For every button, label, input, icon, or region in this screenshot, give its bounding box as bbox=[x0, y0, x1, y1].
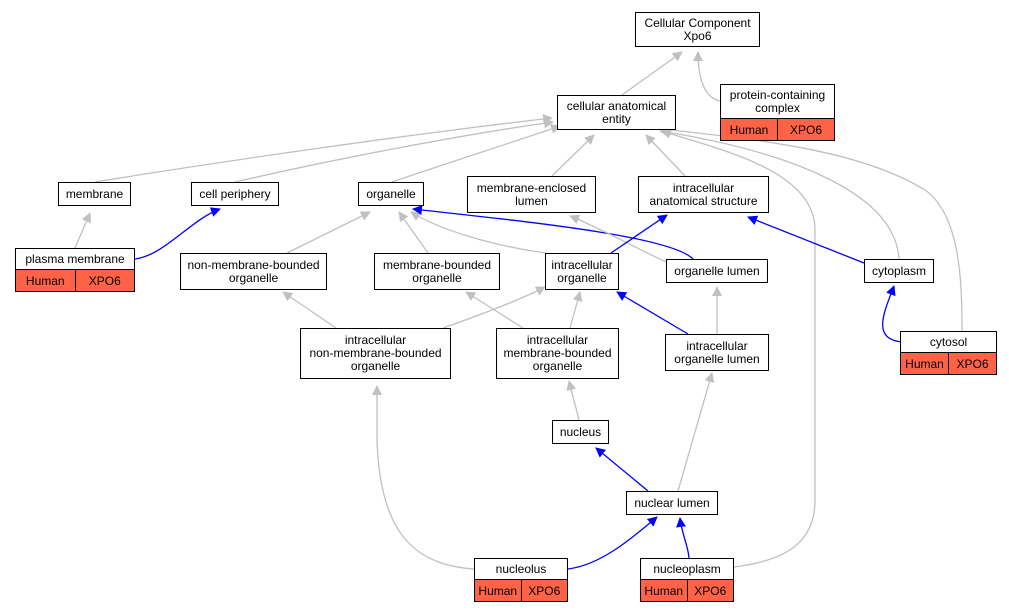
edge-part-of bbox=[595, 447, 649, 492]
node-nuclear-lumen[interactable]: nuclear lumen bbox=[626, 491, 718, 515]
edge-part-of bbox=[882, 285, 904, 343]
node-label: membrane-bounded organelle bbox=[382, 257, 492, 285]
edge-is-a bbox=[659, 127, 900, 260]
edge-part-of bbox=[747, 215, 865, 264]
annotation-cytosol: Human XPO6 bbox=[900, 353, 997, 375]
node-intracellular-organelle[interactable]: intracellular organelle bbox=[545, 253, 619, 290]
annotation-nucleolus: Human XPO6 bbox=[474, 580, 568, 602]
edge-part-of bbox=[412, 205, 694, 260]
node-cellular-anatomical-entity[interactable]: cellular anatomical entity bbox=[557, 95, 676, 130]
node-label: protein-containing complex bbox=[729, 87, 826, 115]
node-label: cytosol bbox=[929, 334, 968, 349]
node-label: nucleoplasm bbox=[653, 561, 721, 576]
node-membrane-enclosed-lumen[interactable]: membrane-enclosed lumen bbox=[467, 176, 596, 213]
edge-is-a bbox=[566, 380, 580, 421]
edge-is-a bbox=[94, 114, 553, 183]
node-nucleolus[interactable]: nucleolus bbox=[474, 558, 568, 580]
edge-part-of bbox=[610, 214, 668, 254]
edge-is-a bbox=[621, 51, 683, 96]
edge-is-a bbox=[569, 214, 667, 263]
node-organelle-lumen[interactable]: organelle lumen bbox=[666, 259, 768, 283]
edge-is-a bbox=[661, 129, 816, 568]
node-cell-periphery[interactable]: cell periphery bbox=[191, 182, 279, 206]
annotation-gene: XPO6 bbox=[948, 353, 996, 374]
node-organelle[interactable]: organelle bbox=[358, 182, 424, 206]
edge-is-a bbox=[398, 211, 429, 254]
node-label: cytoplasm bbox=[871, 263, 927, 278]
node-intracellular-anatomical-structure[interactable]: intracellular anatomical structure bbox=[638, 176, 769, 213]
node-cytosol[interactable]: cytosol bbox=[900, 331, 997, 353]
edge-is-a bbox=[569, 291, 583, 329]
node-intracellular-membrane-bounded-organelle[interactable]: intracellular membrane-bounded organelle bbox=[496, 328, 619, 379]
edge-part-of bbox=[676, 517, 690, 559]
edge-is-a bbox=[645, 134, 686, 177]
node-label: cellular anatomical entity bbox=[566, 98, 667, 126]
annotation-species: Human bbox=[478, 583, 518, 598]
edge-is-a bbox=[391, 124, 561, 183]
node-plasma-membrane[interactable]: plasma membrane bbox=[15, 248, 135, 270]
edge-is-a bbox=[677, 372, 715, 492]
node-nucleoplasm[interactable]: nucleoplasm bbox=[640, 558, 734, 580]
node-label: membrane bbox=[65, 186, 124, 201]
node-label: intracellular membrane-bounded organelle bbox=[503, 333, 612, 373]
edge-is-a bbox=[282, 291, 337, 329]
node-label: intracellular organelle lumen bbox=[674, 338, 760, 366]
annotation-species: Human bbox=[905, 356, 944, 371]
annotation-species: Human bbox=[644, 583, 684, 598]
node-label: organelle bbox=[366, 186, 416, 201]
node-membrane-bounded-organelle[interactable]: membrane-bounded organelle bbox=[374, 253, 500, 290]
node-nucleus[interactable]: nucleus bbox=[552, 420, 609, 444]
node-label: intracellular non-membrane-bounded organ… bbox=[309, 333, 442, 373]
node-non-membrane-bounded-organelle[interactable]: non-membrane-bounded organelle bbox=[180, 253, 327, 290]
node-intracellular-non-membrane-bounded-organelle[interactable]: intracellular non-membrane-bounded organ… bbox=[300, 328, 451, 379]
node-label: membrane-enclosed lumen bbox=[476, 180, 587, 208]
node-label: cell periphery bbox=[199, 186, 271, 201]
annotation-species: Human bbox=[729, 122, 769, 137]
node-membrane[interactable]: membrane bbox=[58, 182, 131, 206]
node-label: intracellular anatomical structure bbox=[649, 180, 758, 208]
edge-is-a bbox=[372, 385, 475, 570]
edge-is-a bbox=[551, 134, 595, 177]
annotation-species: Human bbox=[25, 273, 65, 288]
edge-is-a bbox=[442, 286, 546, 329]
edge-is-a bbox=[410, 211, 546, 254]
edge-part-of bbox=[616, 291, 689, 335]
annotation-gene: XPO6 bbox=[686, 580, 734, 601]
node-label: nuclear lumen bbox=[634, 495, 710, 510]
annotation-nucleoplasm: Human XPO6 bbox=[640, 580, 734, 602]
annotation-gene: XPO6 bbox=[777, 119, 834, 140]
edge-part-of bbox=[567, 516, 658, 570]
annotation-protein-containing-complex: Human XPO6 bbox=[720, 119, 835, 141]
node-intracellular-organelle-lumen[interactable]: intracellular organelle lumen bbox=[665, 334, 769, 371]
node-protein-containing-complex[interactable]: protein-containing complex bbox=[720, 84, 835, 119]
annotation-gene: XPO6 bbox=[520, 580, 568, 601]
edge-part-of bbox=[134, 207, 221, 260]
edge-is-a bbox=[286, 211, 371, 254]
edge-is-a bbox=[465, 291, 524, 329]
node-label: non-membrane-bounded organelle bbox=[187, 257, 320, 285]
node-label: Cellular Component Xpo6 bbox=[644, 15, 751, 43]
edge-is-a bbox=[74, 212, 92, 249]
edge-is-a bbox=[693, 51, 721, 102]
node-label: intracellular organelle bbox=[551, 257, 613, 285]
edge-is-a bbox=[661, 125, 963, 332]
annotation-plasma-membrane: Human XPO6 bbox=[15, 270, 135, 292]
node-label: nucleolus bbox=[495, 561, 547, 576]
node-label: organelle lumen bbox=[674, 263, 760, 278]
node-label: plasma membrane bbox=[25, 251, 125, 266]
node-label: nucleus bbox=[559, 424, 602, 439]
node-cellular-component[interactable]: Cellular Component Xpo6 bbox=[635, 12, 760, 47]
node-cytoplasm[interactable]: cytoplasm bbox=[864, 259, 934, 283]
annotation-gene: XPO6 bbox=[74, 270, 135, 291]
edge-is-a bbox=[234, 118, 554, 183]
